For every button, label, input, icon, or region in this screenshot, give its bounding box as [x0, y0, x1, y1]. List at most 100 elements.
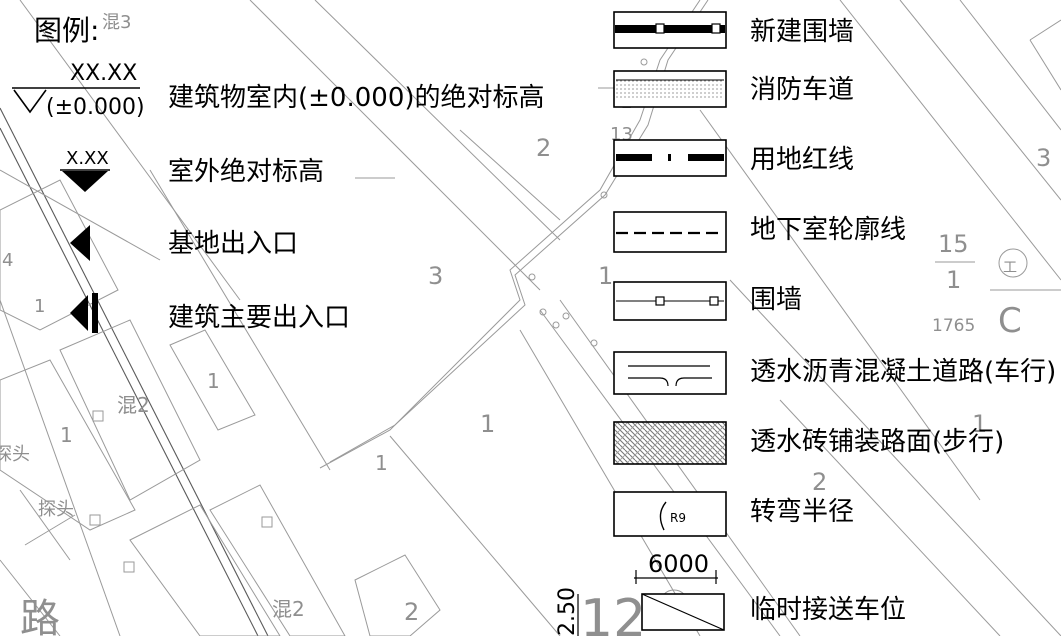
legend-label-basement-outline: 地下室轮廓线 — [750, 215, 906, 245]
note-label: 探头 — [38, 499, 74, 520]
survey-point — [590, 339, 598, 347]
number-label: 2 — [812, 468, 827, 496]
background-labels: 混3 混2 混2 探头 探头 13 1765 15 1 C 工 文 12 路 4… — [0, 12, 1051, 636]
number-label: 1 — [480, 410, 495, 438]
legend-label-permeable-brick-pavement: 透水砖铺装路面(步行) — [750, 427, 1004, 457]
survey-marker — [92, 410, 104, 422]
number-label: 2 — [404, 598, 419, 626]
site-entrance-symbol — [70, 225, 90, 261]
circle-label: 工 — [1003, 260, 1017, 276]
building-block — [169, 329, 256, 431]
fire-lane-symbol — [613, 70, 727, 108]
plot-line — [459, 129, 561, 221]
building-block — [59, 319, 201, 501]
survey-point — [640, 58, 648, 66]
fraction-bottom: 1 — [946, 266, 961, 294]
legend-label-temp-dropoff-parking: 临时接送车位 — [750, 595, 906, 625]
road-edge-line — [559, 299, 801, 636]
number-label: 1 — [207, 369, 220, 393]
road-edge-line — [0, 299, 121, 636]
survey-marker — [89, 514, 101, 526]
plot-line — [249, 0, 541, 291]
legend-label-site-entrance: 基地出入口 — [168, 229, 298, 259]
letter-label: C — [998, 301, 1022, 341]
number-label: 4 — [2, 250, 13, 271]
building-main-entrance-symbol — [70, 293, 98, 333]
main-entrance-bar-icon — [92, 293, 98, 333]
survey-point — [528, 273, 536, 281]
legend-label-enclosure-wall: 围墙 — [750, 285, 802, 315]
legend-label-fire-lane: 消防车道 — [750, 75, 854, 105]
survey-point — [600, 191, 608, 199]
number-label: 1 — [598, 262, 613, 290]
road-edge-line — [0, 127, 259, 636]
note-label: 探头 — [0, 444, 30, 465]
plot-line — [0, 169, 161, 261]
survey-point — [552, 321, 560, 329]
survey-marker — [261, 516, 273, 528]
number-label: 1765 — [932, 316, 975, 336]
main-entrance-arrow-icon — [70, 295, 88, 331]
outdoor-elevation-value: X.XX — [66, 148, 109, 169]
partial-char-label: 路 — [20, 596, 60, 636]
plot-line — [19, 0, 241, 301]
number-label: 2 — [536, 134, 551, 162]
plot-line — [729, 279, 1061, 636]
plot-line — [149, 169, 331, 471]
legend-label-indoor-elevation: 建筑物室内(±0.000)的绝对标高 — [168, 83, 545, 113]
building-block — [354, 554, 441, 636]
new-wall-symbol — [613, 11, 727, 49]
red-line-boundary — [319, 0, 701, 469]
radius-value: R9 — [670, 511, 686, 525]
parking-dim-side: 2.50 — [555, 587, 580, 636]
elevation-value-bottom: (±0.000) — [46, 95, 145, 120]
number-label: 1 — [34, 296, 45, 317]
basement-outline-symbol — [613, 211, 727, 253]
survey-point — [562, 312, 570, 320]
plot-line — [1029, 39, 1061, 91]
permeable-brick-pavement-symbol — [613, 421, 727, 465]
road-edge-line — [0, 107, 269, 636]
fraction-top: 15 — [938, 230, 969, 258]
legend-label-turning-radius: 转弯半径 — [750, 497, 854, 527]
permeable-asphalt-road-symbol — [613, 351, 727, 395]
building-block — [129, 504, 281, 636]
parking-dim-top: 6000 — [648, 550, 709, 578]
plot-line — [899, 0, 1061, 201]
outdoor-elevation-symbol: X.XX — [60, 148, 110, 192]
number-label: 1 — [972, 410, 987, 438]
filled-triangle-icon — [62, 171, 108, 192]
enclosure-wall-symbol — [613, 281, 727, 321]
plot-line — [959, 0, 1061, 131]
building-block — [0, 179, 119, 331]
plot-line — [1029, 19, 1061, 41]
plot-line — [0, 559, 61, 636]
plot-line — [314, 0, 561, 241]
elevation-triangle-icon — [13, 89, 47, 114]
legend-label-permeable-asphalt-road: 透水沥青混凝土道路(车行) — [750, 357, 1056, 387]
legend-title: 图例: — [34, 14, 99, 47]
plot-line — [24, 514, 76, 546]
land-red-line-symbol — [613, 139, 727, 177]
number-label: 3 — [428, 262, 443, 290]
zone-label: 混2 — [272, 597, 305, 621]
building-block — [0, 359, 136, 531]
zone-label: 混2 — [117, 393, 150, 417]
number-label: 3 — [1036, 144, 1051, 172]
legend-label-building-main-entrance: 建筑主要出入口 — [168, 303, 350, 333]
plot-line — [389, 435, 561, 636]
legend-label-outdoor-elevation: 室外绝对标高 — [168, 157, 324, 187]
label-circle — [998, 248, 1028, 278]
number-label: 1 — [60, 423, 73, 447]
temp-dropoff-parking-symbol: 6000 2.50 — [555, 550, 725, 636]
plot-line — [779, 399, 1001, 636]
road-edge-line — [539, 309, 781, 636]
big-number-label: 12 — [580, 589, 646, 636]
building-block — [209, 484, 346, 636]
survey-marker — [123, 561, 135, 573]
elevation-value-top: XX.XX — [70, 61, 137, 86]
legend-label-land-red-line: 用地红线 — [750, 145, 854, 175]
survey-point — [539, 308, 547, 316]
number-label: 1 — [375, 451, 388, 475]
